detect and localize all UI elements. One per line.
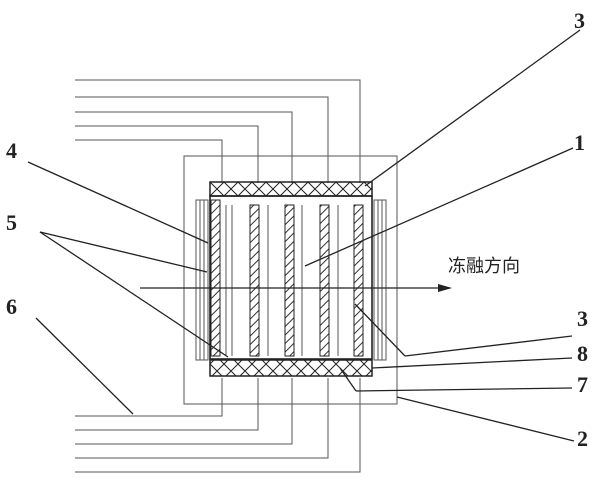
label-3-top: 3	[574, 8, 585, 33]
label-6: 6	[6, 294, 17, 319]
direction-label: 冻融方向	[448, 256, 520, 277]
label-4: 4	[6, 138, 17, 163]
hatched-plates	[210, 199, 364, 357]
outer-container	[183, 155, 398, 405]
top-cover-band	[209, 181, 373, 197]
label-8: 8	[577, 341, 588, 366]
label-7: 7	[577, 372, 588, 397]
lead-wires	[75, 79, 361, 473]
label-3-right: 3	[577, 306, 588, 331]
label-1: 1	[574, 130, 585, 155]
bottom-cover-band	[209, 359, 373, 377]
side-plates	[195, 199, 387, 361]
label-5: 5	[6, 210, 17, 235]
leader-lines	[27, 29, 581, 442]
label-2: 2	[577, 426, 588, 451]
